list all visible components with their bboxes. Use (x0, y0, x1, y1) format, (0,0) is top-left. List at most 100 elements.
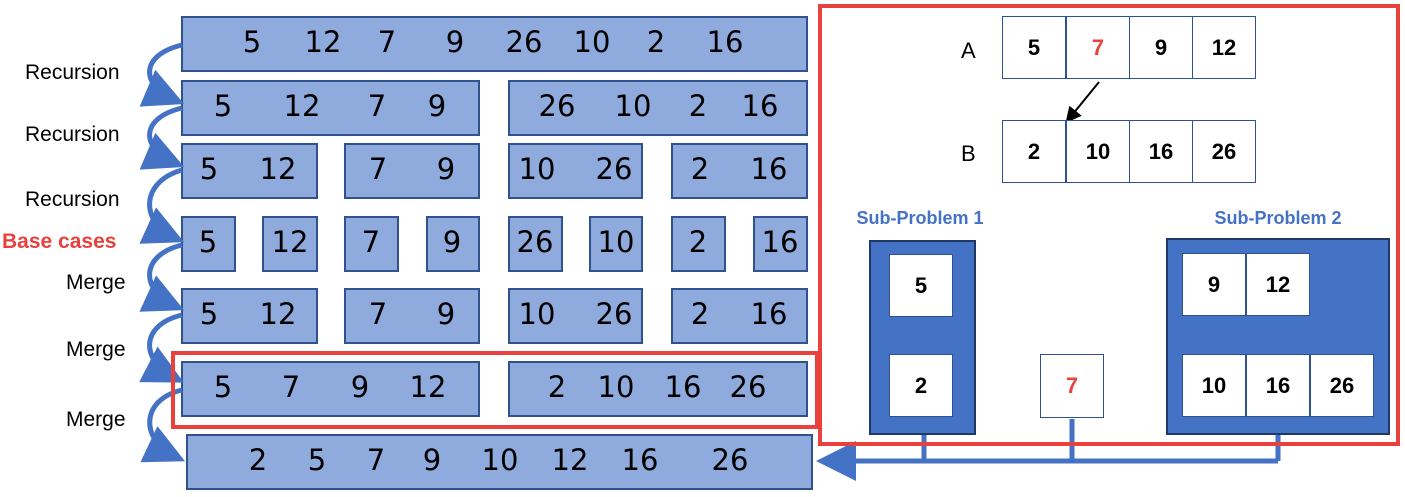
subarray-box (508, 361, 808, 417)
subarray-box (753, 216, 808, 272)
array-value: 9 (442, 225, 462, 259)
step-arrow (139, 167, 185, 244)
array-a-cell: 5 (1002, 16, 1066, 79)
array-value: 7 (366, 443, 386, 477)
merge-connector (816, 419, 1281, 481)
array-value: 2 (248, 443, 268, 477)
array-value: 2 (690, 297, 710, 331)
array-value: 26 (516, 225, 554, 259)
step-arrow (140, 387, 186, 463)
array-value: 9 (436, 152, 456, 186)
array-value: 5 (213, 370, 233, 404)
array-value: 16 (621, 443, 659, 477)
array-a-cell: 9 (1129, 16, 1193, 79)
array-value: 9 (436, 297, 456, 331)
subarray-box (186, 434, 813, 490)
sub-problem-2-top-cell: 9 (1182, 253, 1246, 316)
array-a-label: A (961, 38, 976, 63)
array-value: 10 (597, 225, 635, 259)
step-label-recursion: Recursion (25, 123, 120, 146)
array-value: 12 (551, 443, 589, 477)
merge-detail-frame (818, 4, 1400, 446)
subarray-box (671, 216, 726, 272)
array-a-cell: 7 (1066, 16, 1130, 79)
array-a-cell: 12 (1192, 16, 1256, 79)
array-value: 5 (198, 225, 218, 259)
step-label-recursion: Recursion (25, 188, 120, 211)
step-label-merge: Merge (66, 338, 126, 361)
array-value: 26 (595, 297, 633, 331)
array-value: 16 (750, 152, 788, 186)
array-value: 26 (595, 152, 633, 186)
array-value: 9 (427, 89, 447, 123)
step-arrow (139, 242, 185, 312)
array-value: 12 (259, 152, 297, 186)
step-label-merge: Merge (66, 408, 126, 431)
sub-problem-2-bottom-cell: 16 (1246, 354, 1310, 417)
array-value: 26 (711, 443, 749, 477)
array-value: 5 (242, 25, 262, 59)
sub-problem-1-bottom-cell: 2 (889, 354, 953, 417)
subarray-box (181, 361, 480, 417)
subarray-box (671, 143, 808, 199)
array-value: 2 (688, 225, 708, 259)
array-value: 10 (518, 152, 556, 186)
selected-value-cell: 7 (1040, 354, 1104, 418)
subarray-box (262, 216, 318, 272)
array-value: 5 (199, 152, 219, 186)
subarray-box (426, 216, 480, 272)
array-value: 10 (614, 89, 652, 123)
array-value: 10 (518, 297, 556, 331)
subarray-box (508, 288, 643, 344)
sub-problem-2-title: Sub-Problem 2 (1214, 208, 1342, 228)
array-value: 9 (422, 443, 442, 477)
subarray-box (181, 288, 318, 344)
array-value: 2 (688, 89, 708, 123)
array-value: 16 (741, 89, 779, 123)
sub-problem-1-top-cell: 5 (889, 254, 953, 317)
subarray-box (344, 216, 399, 272)
sub-problem-2-bottom-cell: 26 (1310, 354, 1374, 417)
array-value: 7 (377, 25, 397, 59)
array-value: 10 (597, 370, 635, 404)
array-value: 16 (706, 25, 744, 59)
step-arrow (139, 312, 184, 383)
array-value: 26 (505, 25, 543, 59)
subarray-box (589, 216, 643, 272)
array-value: 2 (547, 370, 567, 404)
subarray-box (671, 288, 808, 344)
array-value: 12 (271, 225, 309, 259)
array-value: 10 (573, 25, 611, 59)
array-value: 12 (259, 297, 297, 331)
array-value: 12 (304, 25, 342, 59)
array-value: 9 (445, 25, 465, 59)
subarray-box (181, 143, 318, 199)
array-value: 7 (361, 225, 381, 259)
array-value: 7 (367, 89, 387, 123)
array-value: 10 (481, 443, 519, 477)
array-value: 7 (281, 370, 301, 404)
step-label-base-cases: Base cases (2, 230, 117, 253)
array-value: 5 (213, 89, 233, 123)
array-b-cell: 10 (1066, 120, 1130, 183)
subarray-box (508, 216, 563, 272)
array-value: 9 (350, 370, 370, 404)
subarray-box (508, 80, 808, 136)
array-b-cell: 2 (1002, 120, 1066, 183)
step-arrow (139, 105, 185, 170)
merge-step-highlight (171, 351, 819, 429)
array-value: 2 (690, 152, 710, 186)
sub-problem-1-title: Sub-Problem 1 (856, 208, 984, 228)
subarray-box (344, 143, 480, 199)
array-b-label: B (961, 141, 976, 166)
array-value: 16 (761, 225, 799, 259)
array-value: 7 (368, 152, 388, 186)
step-arrow (139, 42, 185, 107)
array-value: 16 (750, 297, 788, 331)
subarray-box (181, 16, 808, 72)
step-label-merge: Merge (66, 271, 126, 294)
array-value: 5 (199, 297, 219, 331)
array-value: 12 (409, 370, 447, 404)
